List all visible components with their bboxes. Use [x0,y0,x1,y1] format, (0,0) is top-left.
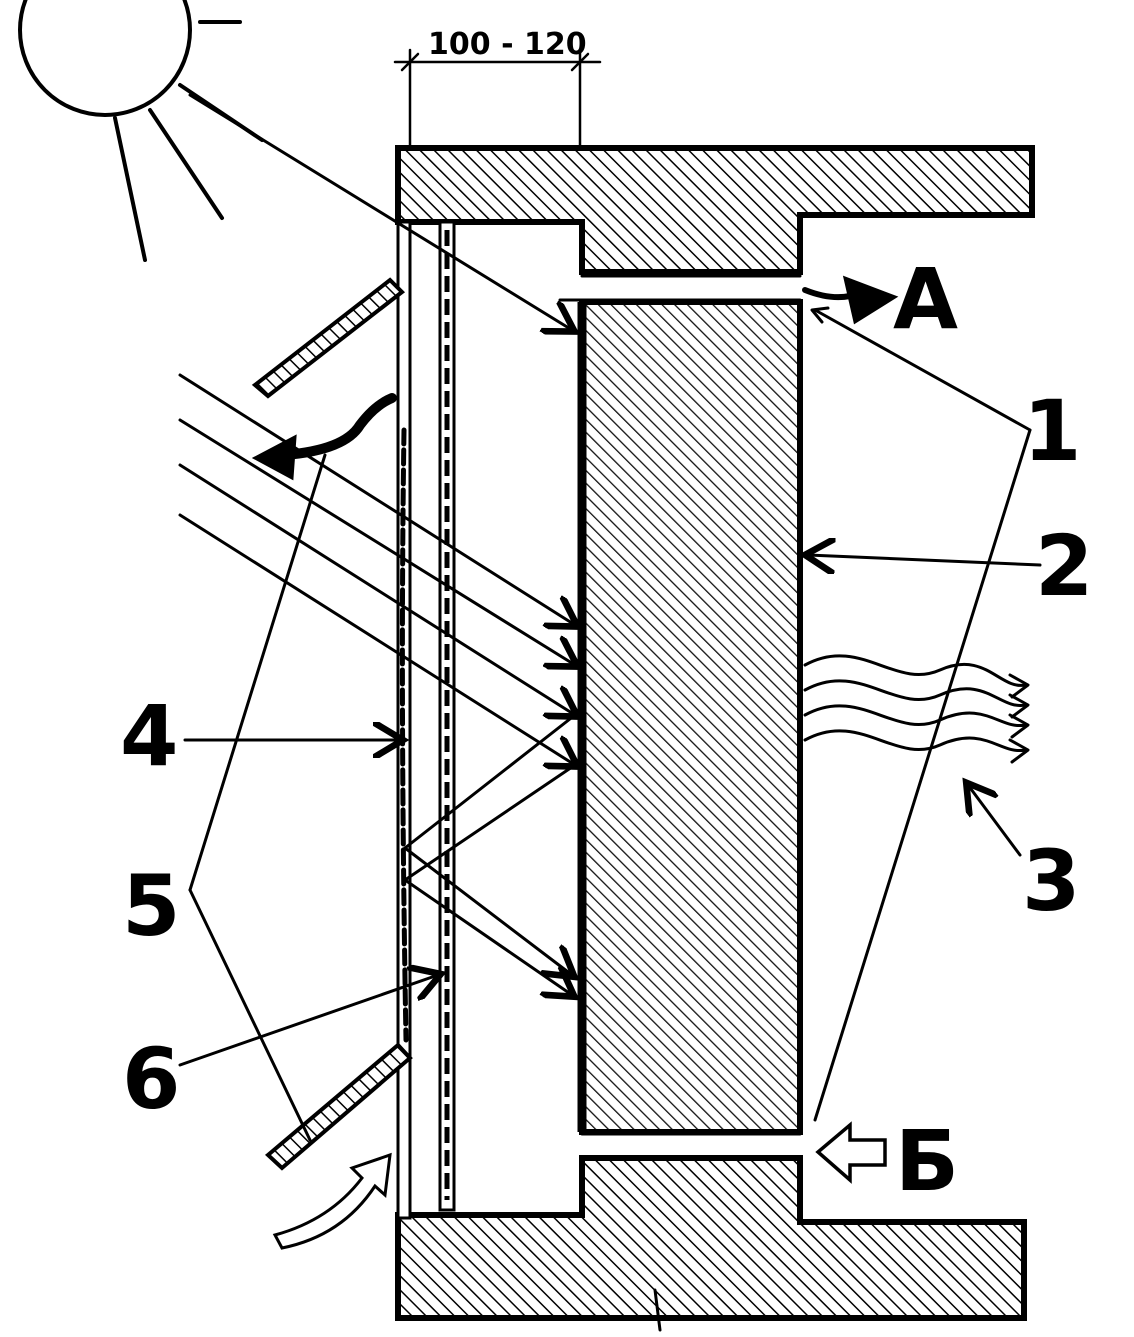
leader-lines [178,306,1042,1142]
callout-2: 2 [1035,517,1093,615]
solar-rays [178,93,575,995]
lower-louver [264,1042,413,1171]
sun-icon [18,0,264,262]
floor-slab [395,1155,1027,1332]
outside-air-intake-arrow [272,1152,392,1250]
exhaust-air-arrow [251,393,397,481]
bottom-vent [580,1132,802,1160]
heat-radiation-waves [803,654,1030,764]
inner-glazing [438,220,456,1212]
callout-6: 6 [122,1030,180,1128]
callout-1: 1 [1023,382,1081,480]
outlet-label: А [893,250,958,348]
cool-air-inlet-arrow [815,1121,887,1184]
warm-air-outlet-arrow [802,275,899,325]
callout-5: 5 [122,857,180,955]
top-vent [558,274,802,302]
upper-louver [251,277,406,399]
thermal-storage-wall [577,299,803,1135]
ceiling-slab [395,145,1035,275]
dimension-label: 100 - 120 [428,27,587,62]
dimension-marker [393,48,602,150]
callout-3: 3 [1022,832,1080,930]
callout-4: 4 [120,687,178,785]
inlet-label: Б [895,1112,959,1210]
